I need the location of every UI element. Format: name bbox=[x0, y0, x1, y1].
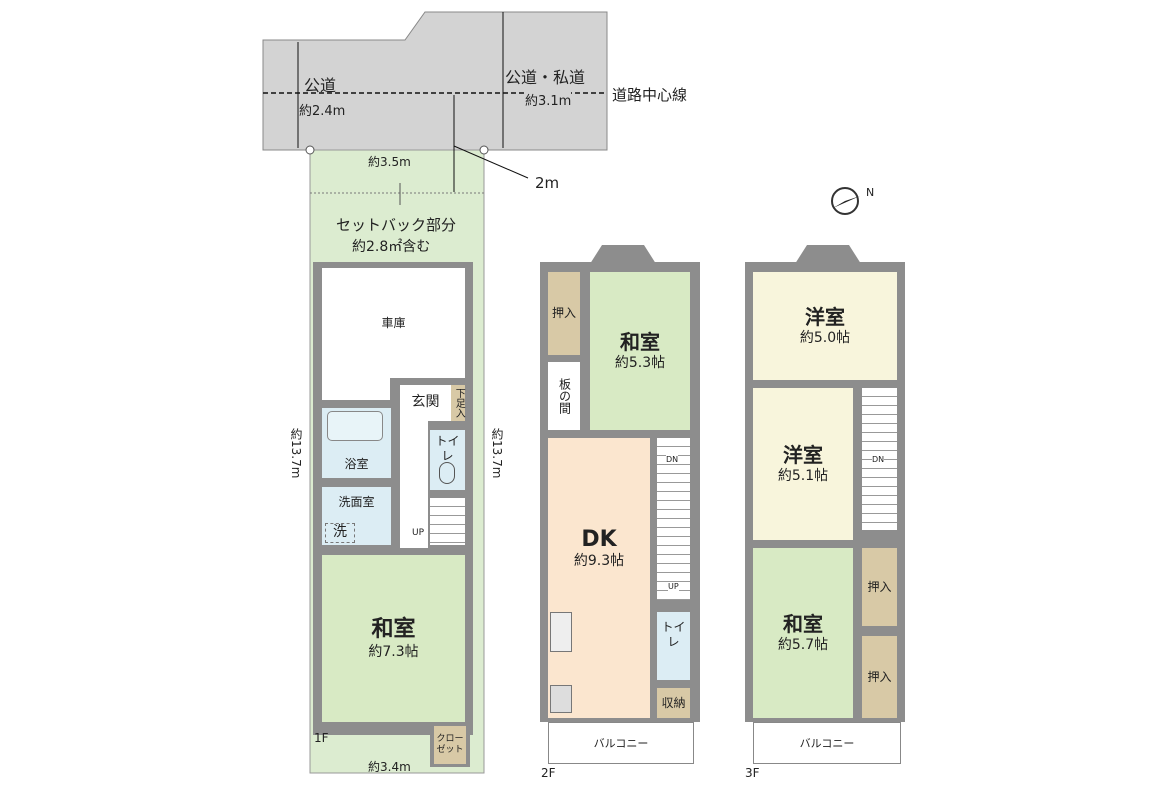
road-left-width: 約2.4m bbox=[299, 104, 346, 119]
compass-north-label: N bbox=[866, 186, 875, 199]
dn-label: DN bbox=[666, 455, 679, 464]
setback-area: 約2.8㎡含む bbox=[352, 239, 431, 255]
bay-window bbox=[588, 245, 658, 267]
toilet-label: トイレ bbox=[661, 620, 686, 649]
room-name: 和室 bbox=[371, 617, 416, 642]
lot-depth-left: 約13.7m bbox=[289, 428, 303, 479]
tatami-room-3f: 和室約5.7帖 bbox=[753, 548, 853, 718]
bath-label: 浴室 bbox=[344, 457, 369, 471]
room-name: 洋室 bbox=[805, 304, 845, 329]
room-size: 約7.3帖 bbox=[368, 643, 419, 660]
up-label: UP bbox=[668, 582, 679, 591]
western-room-1: 洋室約5.0帖 bbox=[753, 272, 897, 380]
entrance: 玄関 bbox=[400, 385, 451, 421]
closet-2f: 押入 bbox=[548, 272, 580, 355]
bathtub-icon bbox=[327, 411, 383, 441]
sink-icon bbox=[550, 612, 572, 652]
room-size: 約5.7帖 bbox=[777, 636, 829, 653]
entrance-label: 玄関 bbox=[411, 394, 440, 411]
shoe-cabinet: 下足入 bbox=[451, 385, 465, 421]
floor3-label: 3F bbox=[745, 766, 760, 780]
setback-distance: 2m bbox=[535, 174, 560, 192]
bay-window bbox=[793, 245, 863, 267]
wood-floor-space: 板の間 bbox=[548, 362, 580, 430]
compass-icon bbox=[831, 187, 860, 215]
lot-depth-right: 約13.7m bbox=[490, 428, 504, 479]
washroom-label: 洗面室 bbox=[338, 495, 375, 509]
room-size: 約5.1帖 bbox=[777, 467, 829, 484]
dn-label: DN bbox=[872, 455, 885, 464]
garage-extension bbox=[322, 376, 390, 400]
washer-space: 洗 bbox=[325, 523, 355, 543]
room-size: 約9.3帖 bbox=[573, 553, 625, 569]
stove-icon bbox=[550, 685, 572, 713]
room-name: 和室 bbox=[783, 611, 823, 636]
room-name: 和室 bbox=[620, 329, 660, 354]
road-left-label: 公道 bbox=[304, 76, 337, 95]
tatami-room-1f: 和室約7.3帖 bbox=[322, 555, 465, 722]
garage: 車庫 bbox=[322, 268, 465, 378]
toilet-1f: トイレ bbox=[430, 430, 465, 490]
room-name: 洋室 bbox=[783, 442, 823, 467]
setback-label: セットバック部分 bbox=[336, 216, 457, 234]
room-size: 約5.0帖 bbox=[799, 329, 851, 346]
toilet-icon bbox=[439, 462, 455, 484]
garage-label: 車庫 bbox=[381, 315, 406, 330]
stairs-2f bbox=[657, 438, 690, 600]
floor2-label: 2F bbox=[541, 766, 556, 780]
road-right-width: 約3.1m bbox=[525, 90, 572, 109]
lot-front-width: 約3.5m bbox=[368, 155, 411, 169]
western-room-2: 洋室約5.1帖 bbox=[753, 388, 853, 540]
hallway bbox=[400, 421, 428, 548]
toilet-label: トイレ bbox=[435, 434, 460, 463]
up-label: UP bbox=[412, 528, 425, 538]
washroom: 洗面室 bbox=[322, 487, 391, 545]
road-right-label: 公道・私道 bbox=[505, 68, 586, 87]
balcony-3f: バルコニー bbox=[753, 722, 901, 764]
tatami-room-2f: 和室約5.3帖 bbox=[590, 272, 690, 430]
lot-back-width: 約3.4m bbox=[368, 760, 411, 774]
room-name: DK bbox=[581, 526, 617, 552]
balcony-2f: バルコニー bbox=[548, 722, 694, 764]
closet-1f: クローゼット bbox=[434, 726, 466, 764]
room-size: 約5.3帖 bbox=[614, 354, 666, 371]
closet-3f-2: 押入 bbox=[862, 636, 897, 718]
stairs-1f bbox=[430, 498, 465, 545]
closet-3f-1: 押入 bbox=[862, 548, 897, 626]
centerline-label: 道路中心線 bbox=[612, 86, 688, 104]
floor1-label: 1F bbox=[314, 731, 329, 745]
storage-2f: 収納 bbox=[657, 688, 690, 718]
toilet-2f: トイレ bbox=[657, 612, 690, 680]
